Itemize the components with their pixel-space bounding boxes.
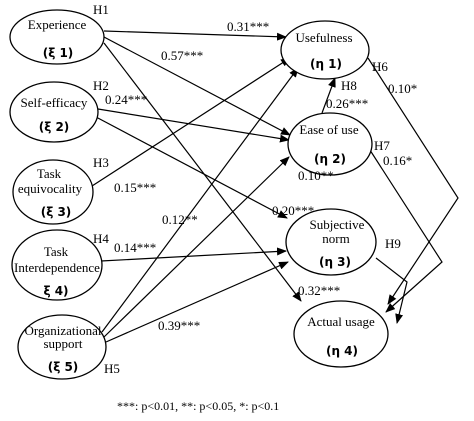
node-self-efficacy: Self-efficacy (ξ 2) xyxy=(9,81,99,143)
coef-ease-of-use-actual-usage: 0.16* xyxy=(383,153,412,168)
node-organizational-support-symbol: (ξ 5) xyxy=(48,360,79,374)
coef-experience-ease-of-use: 0.57*** xyxy=(161,48,203,63)
hypothesis-h8: H8 xyxy=(341,78,357,93)
node-usefulness-symbol: (η 1) xyxy=(310,57,342,71)
coef-ease-of-use-usefulness: 0.26*** xyxy=(326,96,368,111)
node-subjective-norm-symbol: (η 3) xyxy=(319,255,351,269)
node-task-interdependence-label-line1: Task xyxy=(44,244,69,259)
hypothesis-h3: H3 xyxy=(93,155,109,170)
node-actual-usage-symbol: (η 4) xyxy=(326,344,358,358)
hypothesis-h7: H7 xyxy=(374,138,390,153)
arrow-ease-of-use-actual-usage xyxy=(367,146,443,313)
node-subjective-norm-label-line1: Subjective xyxy=(310,217,365,232)
node-task-interdependence-symbol: ξ 4) xyxy=(43,284,68,298)
node-organizational-support-shape xyxy=(17,314,107,380)
coef-org-support-usefulness: 0.12** xyxy=(162,212,198,227)
node-experience-label: Experience xyxy=(28,17,87,32)
node-experience-symbol: (ξ 1) xyxy=(43,46,74,60)
coef-task-interdependence-subjective-norm: 0.14*** xyxy=(114,240,156,255)
arrow-task-interdependence-subjective-norm xyxy=(100,247,287,262)
node-ease-of-use-symbol: (η 2) xyxy=(314,152,346,166)
node-actual-usage-label: Actual usage xyxy=(307,314,375,329)
node-ease-of-use-label: Ease of use xyxy=(299,122,358,137)
arrow-self-efficacy-subjective-norm xyxy=(95,116,288,219)
node-task-equivocality-label-line2: equivocality xyxy=(18,181,83,196)
coef-experience-usefulness: 0.31*** xyxy=(227,19,269,34)
arrow-org-support-usefulness xyxy=(101,67,299,333)
node-actual-usage: Actual usage (η 4) xyxy=(293,300,389,368)
node-self-efficacy-shape xyxy=(9,81,99,143)
node-self-efficacy-label: Self-efficacy xyxy=(21,95,88,110)
node-usefulness-shape xyxy=(280,20,370,80)
hypothesis-labels: H1 H2 H3 H4 H5 H6 H7 H8 H9 xyxy=(93,2,401,376)
node-experience: Experience (ξ 1) xyxy=(9,9,105,65)
coef-task-equivocality-usefulness: 0.15*** xyxy=(114,180,156,195)
coef-org-support-ease-of-use: 0.10** xyxy=(298,168,334,183)
arrow-self-efficacy-ease-of-use xyxy=(97,108,290,143)
node-organizational-support-label-line2: support xyxy=(44,336,83,351)
path-arrows xyxy=(91,30,459,343)
node-experience-shape xyxy=(9,9,105,65)
hypothesis-h6: H6 xyxy=(372,59,388,74)
arrow-experience-usefulness xyxy=(103,30,287,41)
node-organizational-support-label-line1: Organizational xyxy=(24,323,101,338)
path-coefficient-labels: 0.31*** 0.57*** 0.24*** 0.26*** 0.10* 0.… xyxy=(105,19,417,333)
arrow-org-support-ease-of-use xyxy=(103,156,290,338)
arrow-subjective-norm-actual-usage xyxy=(375,257,408,324)
node-organizational-support: Organizational support (ξ 5) xyxy=(17,314,107,380)
arrow-org-support-subjective-norm xyxy=(105,261,289,343)
node-subjective-norm: Subjective norm (η 3) xyxy=(285,208,377,276)
node-self-efficacy-symbol: (ξ 2) xyxy=(39,120,70,134)
node-task-interdependence-label-line2: Interdependence xyxy=(14,260,100,275)
coef-self-efficacy-subjective-norm: 0.20*** xyxy=(272,203,314,218)
node-task-interdependence-shape xyxy=(11,229,103,301)
coef-experience-actual-usage: 0.32*** xyxy=(298,283,340,298)
arrow-experience-actual-usage xyxy=(103,42,302,302)
coef-self-efficacy: 0.24*** xyxy=(105,92,147,107)
node-task-equivocality: Task equivocality (ξ 3) xyxy=(12,159,94,225)
hypothesis-h4: H4 xyxy=(93,231,109,246)
node-ease-of-use-shape xyxy=(287,112,373,176)
coef-org-support-subjective-norm: 0.39*** xyxy=(158,318,200,333)
node-usefulness: Usefulness (η 1) xyxy=(280,20,370,80)
node-subjective-norm-label-line2: norm xyxy=(322,231,349,246)
node-task-interdependence: Task Interdependence ξ 4) xyxy=(11,229,103,301)
node-task-equivocality-shape xyxy=(12,159,94,225)
arrow-task-equivocality-usefulness xyxy=(91,57,291,187)
node-subjective-norm-shape xyxy=(285,208,377,276)
node-task-equivocality-symbol: (ξ 3) xyxy=(41,205,72,219)
node-task-equivocality-label-line1: Task xyxy=(37,166,62,181)
arrow-experience-ease-of-use xyxy=(103,36,291,136)
node-usefulness-label: Usefulness xyxy=(295,30,352,45)
arrow-ease-of-use-usefulness xyxy=(321,77,336,114)
hypothesis-h9: H9 xyxy=(385,236,401,251)
hypothesis-h2: H2 xyxy=(93,78,109,93)
significance-footnote: ***: p<0.01, **: p<0.05, *: p<0.1 xyxy=(117,399,279,413)
hypothesis-h1: H1 xyxy=(93,2,109,17)
node-ease-of-use: Ease of use (η 2) xyxy=(287,112,373,176)
node-actual-usage-shape xyxy=(293,300,389,368)
arrow-usefulness-actual-usage xyxy=(367,57,459,305)
coef-usefulness-actual-usage: 0.10* xyxy=(388,81,417,96)
hypothesis-h5: H5 xyxy=(104,361,120,376)
